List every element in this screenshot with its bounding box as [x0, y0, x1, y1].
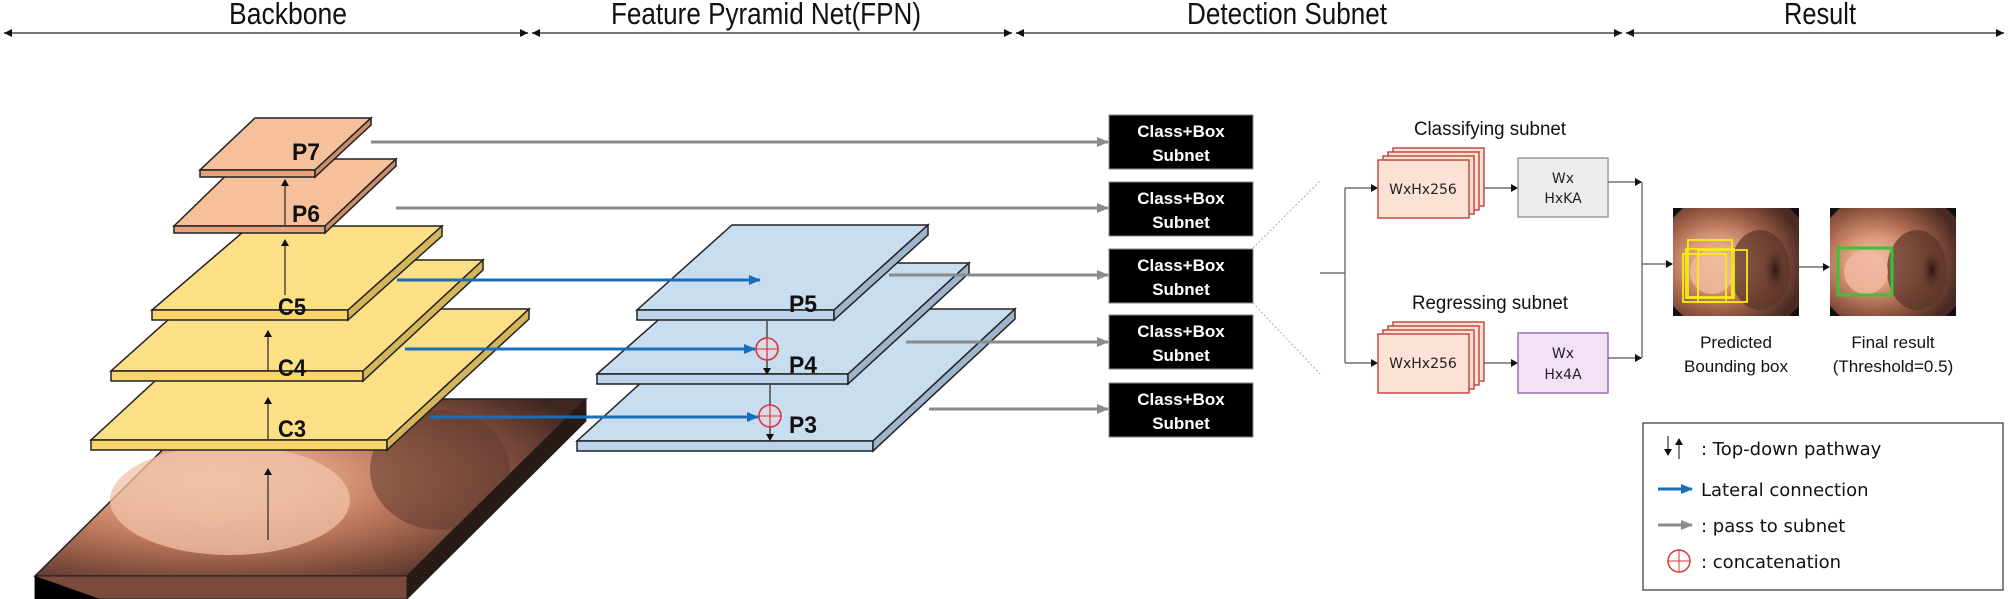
- legend-item-concat: : concatenation: [1667, 549, 1841, 573]
- legend-label: Lateral connection: [1701, 480, 1869, 501]
- subnet-box-label: Subnet: [1152, 146, 1210, 165]
- class-feature-label: WxHx256: [1389, 182, 1457, 198]
- subnet-box-label: Subnet: [1152, 280, 1210, 299]
- legend: : Top-down pathway Lateral connection : …: [1642, 422, 2004, 591]
- circle-plus-icon: [1667, 549, 1691, 573]
- label-p3: P3: [789, 412, 817, 439]
- subnet-box-label: Subnet: [1152, 414, 1210, 433]
- section-title-fpn: Feature Pyramid Net(FPN): [611, 0, 921, 31]
- pred-box: [1687, 239, 1733, 298]
- label-p4: P4: [789, 352, 818, 379]
- label-c3: C3: [278, 416, 306, 443]
- input-image-front: [34, 575, 408, 599]
- subnet-box-label: Class+Box: [1137, 390, 1225, 409]
- subnet-box-label: Class+Box: [1137, 189, 1225, 208]
- predicted-caption-line2: Bounding box: [1684, 357, 1788, 376]
- subnet-box-4: Class+Box Subnet: [1108, 314, 1254, 370]
- legend-item-lateral: Lateral connection: [1658, 480, 1869, 501]
- final-caption-line1: Final result: [1851, 333, 1934, 352]
- final-caption-line2: (Threshold=0.5): [1833, 357, 1953, 376]
- predicted-bounding-boxes: [1682, 239, 1748, 303]
- section-title-detection: Detection Subnet: [1187, 0, 1387, 31]
- dark-fold: [370, 410, 510, 530]
- subnet-box-label: Class+Box: [1137, 122, 1225, 141]
- label-p7: P7: [292, 139, 320, 166]
- predicted-image: [1673, 208, 1799, 316]
- result-section: Predicted Bounding box Final result (Thr…: [1673, 208, 1956, 376]
- subnet-box-3: Class+Box Subnet: [1108, 248, 1254, 304]
- subnet-box-5: Class+Box Subnet: [1108, 382, 1254, 438]
- reg-output-box: Wx Hx4A: [1517, 332, 1609, 394]
- plate-c5: C5: [149, 224, 444, 322]
- plate-p5: P5: [635, 223, 930, 322]
- fpn-pyramid: P3 P4 P5: [575, 223, 1017, 453]
- label-p6: P6: [292, 201, 320, 228]
- reg-feature-label: WxHx256: [1389, 356, 1457, 372]
- subnet-box-label: Class+Box: [1137, 256, 1225, 275]
- zoom-guide-top: [1252, 180, 1321, 249]
- class-output-box: Wx HxKA: [1517, 157, 1609, 218]
- legend-label: : pass to subnet: [1701, 516, 1845, 537]
- subnet-box-label: Class+Box: [1137, 322, 1225, 341]
- polyp-region: [110, 445, 350, 555]
- backbone-pyramid: C3 C4 C5 P6 P7: [89, 116, 531, 540]
- detection-subnets: Class+Box Subnet Class+Box Subnet Class+…: [1108, 114, 1321, 438]
- pred-box: [1685, 248, 1735, 299]
- label-c5: C5: [278, 294, 306, 321]
- input-image-front-shadow: [35, 576, 100, 599]
- legend-item-top-down: : Top-down pathway: [1664, 436, 1882, 460]
- legend-item-pass: : pass to subnet: [1658, 516, 1845, 537]
- subnet-box-1: Class+Box Subnet: [1108, 114, 1254, 170]
- concat-icon-p4: [755, 337, 779, 361]
- reg-feature-stack: WxHx256: [1377, 321, 1485, 394]
- reg-output-line2: Hx4A: [1544, 367, 1582, 383]
- concat-icon-p3: [758, 404, 782, 428]
- plate-p7: P7: [198, 116, 373, 179]
- legend-box: [1642, 422, 2004, 591]
- reg-output-line1: Wx: [1552, 346, 1574, 362]
- class-output-line2: HxKA: [1544, 191, 1582, 207]
- zoom-guide-bottom: [1252, 302, 1321, 375]
- legend-label: : Top-down pathway: [1701, 439, 1882, 460]
- subnet-box-2: Class+Box Subnet: [1108, 181, 1254, 237]
- legend-label: : concatenation: [1701, 552, 1841, 573]
- section-title-result: Result: [1784, 0, 1856, 31]
- regressing-subnet-label: Regressing subnet: [1412, 293, 1569, 314]
- subnet-box-label: Subnet: [1152, 346, 1210, 365]
- subnet-box-label: Subnet: [1152, 213, 1210, 232]
- pred-box: [1697, 249, 1748, 303]
- label-p5: P5: [789, 291, 817, 318]
- section-title-backbone: Backbone: [229, 0, 347, 31]
- subnet-detail: Classifying subnet Regressing subnet WxH…: [1320, 119, 1673, 394]
- input-image-side: [406, 397, 587, 599]
- up-down-arrows-icon: [1664, 436, 1683, 459]
- predicted-caption-line1: Predicted: [1700, 333, 1772, 352]
- class-feature-stack: WxHx256: [1377, 147, 1485, 219]
- lateral-connections: [397, 275, 761, 422]
- classifying-subnet-label: Classifying subnet: [1414, 119, 1567, 140]
- final-bounding-box: [1836, 246, 1894, 297]
- final-image: [1830, 208, 1956, 316]
- class-output-line1: Wx: [1552, 171, 1574, 187]
- section-header: Backbone Feature Pyramid Net(FPN) Detect…: [4, 0, 2004, 37]
- label-c4: C4: [278, 355, 307, 382]
- pass-to-subnet-arrows: [371, 137, 1109, 414]
